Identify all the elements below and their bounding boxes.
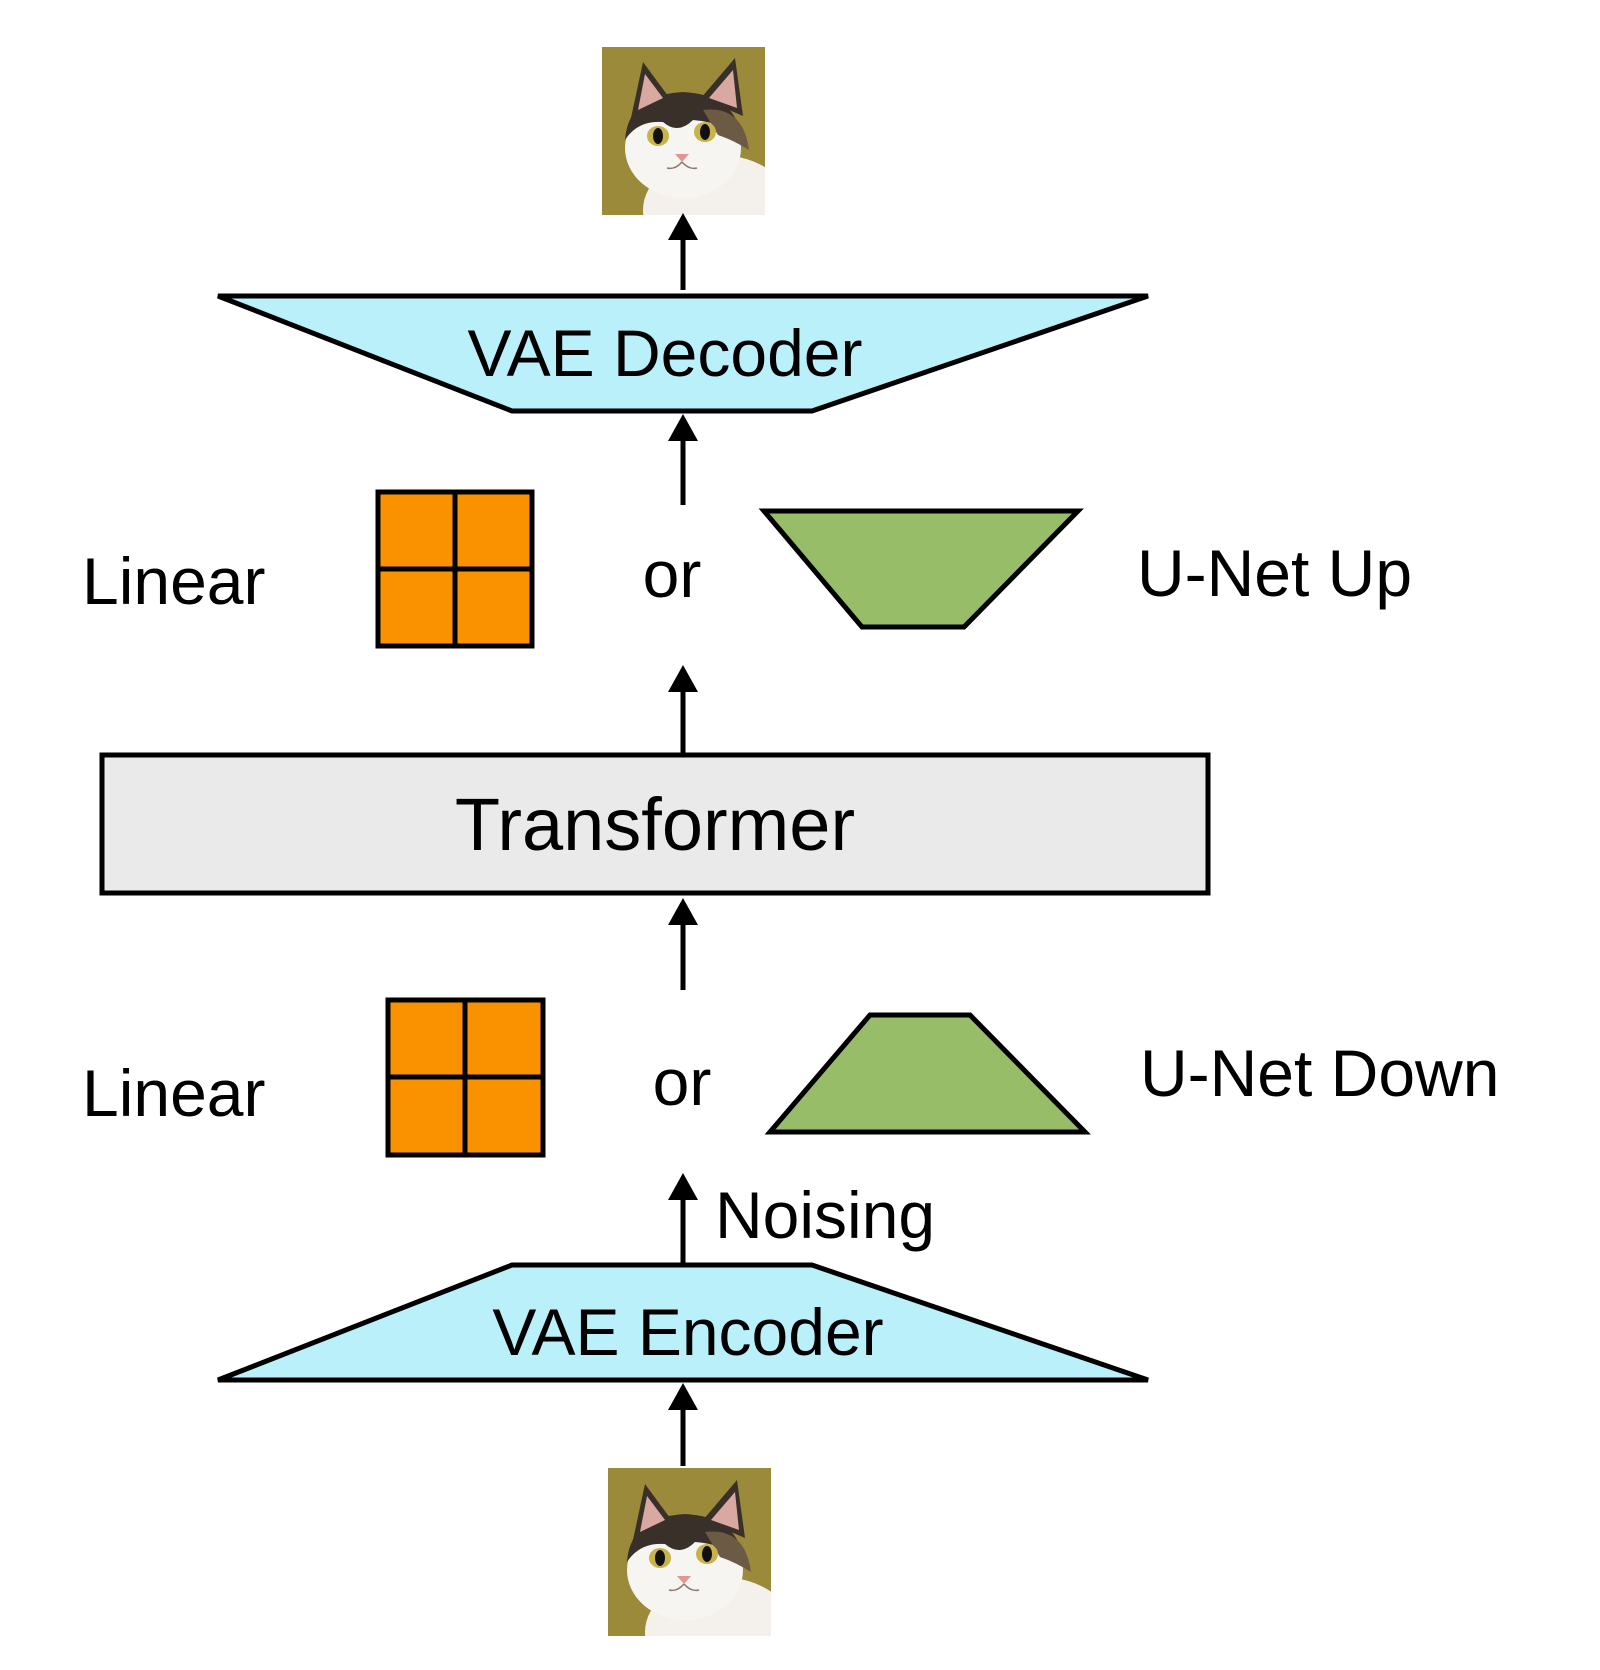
arrow-bottom-branch-to-transformer: [668, 898, 698, 990]
vae-encoder-label: VAE Encoder: [492, 1295, 883, 1369]
vae-decoder-block: VAE Decoder: [217, 293, 1149, 414]
noising-label: Noising: [715, 1178, 935, 1252]
cat-photo-icon: [627, 1480, 771, 1636]
arrow-transformer-to-top-branch: [668, 665, 698, 755]
transformer-label: Transformer: [455, 783, 855, 866]
arrow-input-to-encoder: [668, 1383, 698, 1466]
vae-encoder-shape: [217, 1262, 1149, 1383]
unet-down-label: U-Net Down: [1140, 1036, 1499, 1110]
linear-top-label: Linear: [82, 544, 265, 618]
unet-up-label: U-Net Up: [1137, 536, 1412, 610]
linear-bottom-label: Linear: [82, 1056, 265, 1130]
transformer-block: Transformer: [99, 752, 1211, 896]
or-top-label: or: [643, 537, 702, 611]
output-cat-image: [602, 47, 765, 215]
vae-decoder-label: VAE Decoder: [468, 316, 863, 390]
vae-decoder-shape: [217, 293, 1149, 414]
or-bottom-label: or: [653, 1045, 712, 1119]
cat-photo-icon: [625, 58, 765, 215]
arrow-encoder-to-bottom-branch: [668, 1173, 698, 1265]
vae-encoder-block: VAE Encoder: [217, 1262, 1149, 1383]
input-cat-image: [608, 1468, 771, 1636]
arrow-decoder-to-output: [668, 213, 698, 290]
arrow-top-branch-to-decoder: [668, 414, 698, 505]
linear-top-grid: [375, 489, 535, 649]
linear-bottom-grid: [385, 997, 546, 1158]
unet-down-shape: [764, 1012, 1091, 1135]
unet-up-shape: [758, 508, 1084, 630]
transformer-shape: [99, 752, 1211, 896]
